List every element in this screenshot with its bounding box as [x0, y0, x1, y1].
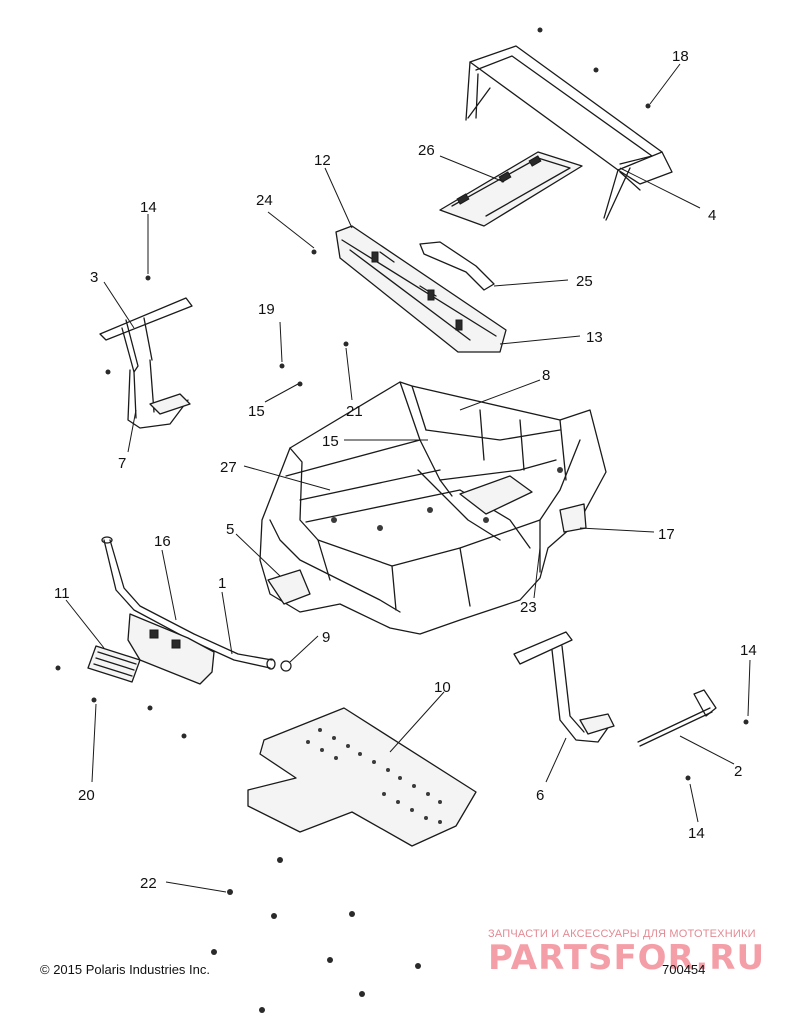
- watermark: ЗАПЧАСТИ И АКСЕССУАРЫ ДЛЯ МОТОТЕХНИКИ PA…: [488, 928, 788, 978]
- part-bracket-25: [419, 241, 495, 291]
- leader-lines: [65, 63, 751, 893]
- part-rear-rack: [465, 45, 673, 221]
- part-main-frame: [259, 381, 607, 635]
- callout-9: 9: [322, 629, 330, 646]
- callout-5: 5: [226, 521, 234, 538]
- callout-16: 16: [154, 533, 171, 550]
- callout-labels: 18 4 26 12 25 13 14 3 7 24 19 15 21 8 15…: [54, 48, 757, 892]
- callout-1: 1: [218, 575, 226, 592]
- callout-20: 20: [78, 787, 95, 804]
- callout-23: 23: [520, 599, 537, 616]
- callout-4: 4: [708, 207, 716, 224]
- callout-3: 3: [90, 269, 98, 286]
- callout-13: 13: [586, 329, 603, 346]
- part-right-bracket: [513, 631, 615, 743]
- callout-22: 22: [140, 875, 157, 892]
- watermark-tagline: ЗАПЧАСТИ И АКСЕССУАРЫ ДЛЯ МОТОТЕХНИКИ: [488, 928, 756, 940]
- callout-12: 12: [314, 152, 331, 169]
- callout-26: 26: [418, 142, 435, 159]
- callout-14c: 14: [688, 825, 705, 842]
- callout-19: 19: [258, 301, 275, 318]
- part-skid-plate: [247, 707, 477, 847]
- drawing-number: 700454: [662, 962, 706, 977]
- callout-17: 17: [658, 526, 675, 543]
- callout-18: 18: [672, 48, 689, 65]
- part-left-bracket: [99, 297, 193, 429]
- callout-24: 24: [256, 192, 273, 209]
- part-front-bumper: [101, 536, 276, 685]
- part-rod-2: [637, 689, 717, 747]
- callout-25: 25: [576, 273, 593, 290]
- callout-10: 10: [434, 679, 451, 696]
- fasteners: [55, 27, 749, 1013]
- callout-8: 8: [542, 367, 550, 384]
- callout-7: 7: [118, 455, 126, 472]
- callout-27: 27: [220, 459, 237, 476]
- callout-21: 21: [346, 403, 363, 420]
- callout-14b: 14: [740, 642, 757, 659]
- callout-6: 6: [536, 787, 544, 804]
- part-cross-panel: [335, 225, 507, 353]
- watermark-brand: PARTSFOR.RU: [488, 938, 766, 978]
- callout-11: 11: [54, 585, 70, 602]
- callout-14a: 14: [140, 199, 157, 216]
- copyright-text: © 2015 Polaris Industries Inc.: [40, 962, 210, 977]
- part-storage-tray: [439, 151, 583, 227]
- callout-15b: 15: [322, 433, 339, 450]
- callout-15a: 15: [248, 403, 265, 420]
- callout-2: 2: [734, 763, 742, 780]
- part-grille-11: [87, 645, 141, 683]
